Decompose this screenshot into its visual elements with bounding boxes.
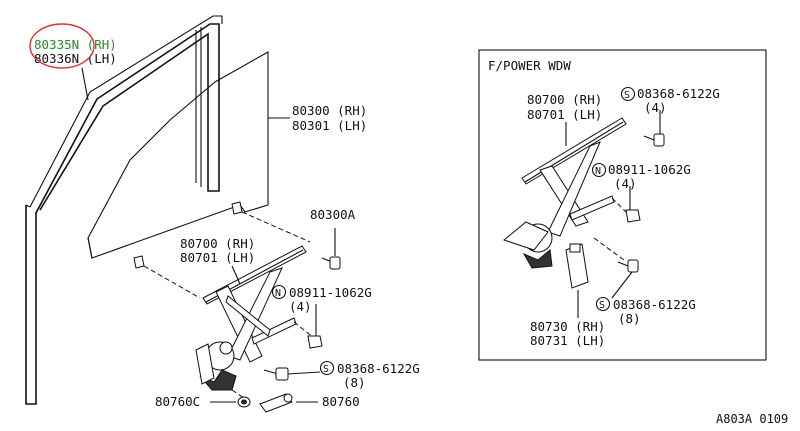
circle-s-letter: S bbox=[323, 364, 329, 375]
inset-bolt-bottom-code: 08368-6122G bbox=[613, 297, 696, 312]
bolt-08368-icon bbox=[263, 367, 321, 381]
power-regulator bbox=[502, 117, 627, 269]
inset-bolt-top-qty: (4) bbox=[644, 100, 667, 115]
callout-glass-lh: 80301 (LH) bbox=[292, 118, 367, 133]
inset-bolt-top-icon bbox=[643, 110, 665, 147]
callout-nut-code: 08911-1062G bbox=[289, 285, 372, 300]
inset-motor-rh: 80730 (RH) bbox=[530, 319, 605, 334]
inset-title: F/POWER WDW bbox=[488, 58, 571, 73]
circle-s-marker bbox=[319, 360, 335, 376]
nut-08911-icon bbox=[293, 304, 323, 349]
callout-regulator-rh: 80700 (RH) bbox=[180, 236, 255, 251]
svg-text:N: N bbox=[595, 166, 601, 177]
bolt-80300a-icon bbox=[321, 228, 341, 270]
svg-text:S: S bbox=[599, 300, 605, 311]
glass-run-channel bbox=[25, 15, 223, 405]
inset-regulator-rh: 80700 (RH) bbox=[527, 92, 602, 107]
power-window-motor-icon bbox=[565, 243, 589, 318]
door-glass bbox=[87, 51, 269, 269]
callout-bolt-code: 08368-6122G bbox=[337, 361, 420, 376]
power-window-inset bbox=[478, 49, 767, 361]
inset-motor-lh: 80731 (LH) bbox=[530, 333, 605, 348]
callout-bolt-80300a: 80300A bbox=[310, 207, 356, 222]
window-crank-handle-icon bbox=[259, 393, 293, 413]
inset-circle-n bbox=[591, 162, 607, 178]
callout-handle-washer: 80760C bbox=[155, 394, 200, 409]
inset-nut-qty: (4) bbox=[614, 176, 637, 191]
manual-regulator bbox=[195, 245, 307, 391]
inset-circle-s-bottom bbox=[595, 296, 611, 312]
inset-nut-code: 08911-1062G bbox=[608, 162, 691, 177]
diagram-code: A803A 0109 bbox=[716, 412, 788, 426]
callout-bolt-qty: (8) bbox=[343, 375, 366, 390]
callout-nut-qty: (4) bbox=[289, 299, 312, 314]
highlight-ring bbox=[29, 23, 95, 69]
circle-n-letter: N bbox=[275, 288, 281, 299]
inset-circle-s-top bbox=[620, 86, 636, 102]
glass-clip-lower bbox=[133, 255, 145, 269]
inset-nut-icon bbox=[611, 186, 641, 223]
circle-n-marker bbox=[271, 284, 287, 300]
inset-bolt-bottom-qty: (8) bbox=[618, 311, 641, 326]
handle-washer-icon bbox=[237, 396, 251, 408]
inset-bolt-bottom-icon bbox=[593, 237, 639, 299]
inset-regulator-lh: 80701 (LH) bbox=[527, 107, 602, 122]
callout-handle: 80760 bbox=[322, 394, 360, 409]
glass-clip bbox=[231, 201, 243, 215]
callout-regulator-lh: 80701 (LH) bbox=[180, 250, 255, 265]
inset-bolt-top-code: 08368-6122G bbox=[637, 86, 720, 101]
callout-run-lh: 80336N (LH) bbox=[34, 51, 117, 66]
callout-run-rh: 80335N (RH) bbox=[34, 37, 117, 52]
callout-glass-rh: 80300 (RH) bbox=[292, 103, 367, 118]
svg-text:S: S bbox=[624, 90, 630, 101]
